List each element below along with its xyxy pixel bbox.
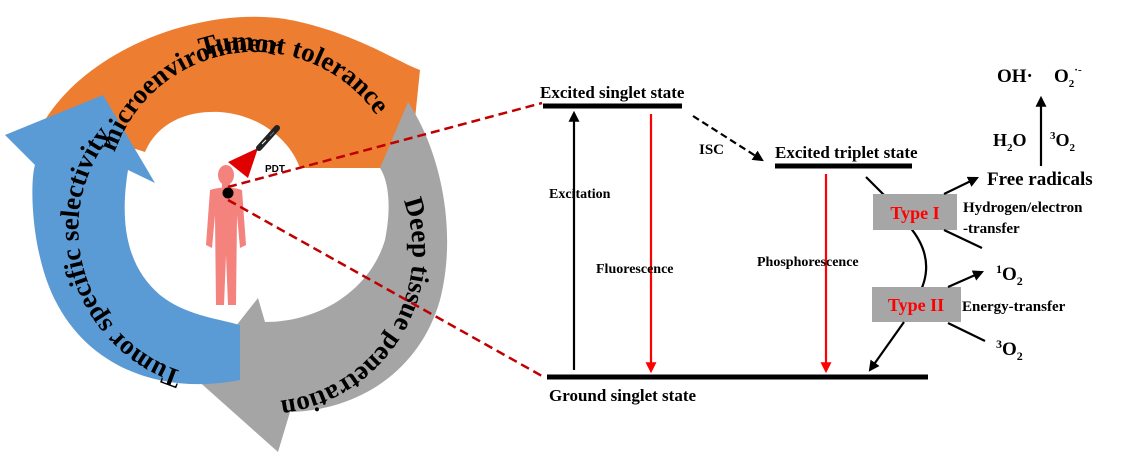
hydroxyl-radical-label: OH· <box>997 66 1033 87</box>
cycle-diagram: Tumor microenvironment tolerance Deep ti… <box>5 16 448 452</box>
triplet-oxygen-label: 3O2 <box>996 337 1023 363</box>
tumor-dot <box>222 187 234 199</box>
orange-cycle-arrow <box>45 16 420 168</box>
type1-to-free-radicals-arrow <box>943 176 979 195</box>
type2-to-triplet-oxygen-line <box>947 322 986 342</box>
type1-mechanism-line1: Hydrogen/electron <box>963 200 1083 216</box>
type1-mechanism-line2: -transfer <box>963 221 1020 237</box>
laser-device-icon <box>256 125 280 151</box>
type2-mechanism-label: Energy-transfer <box>962 299 1066 315</box>
excited-singlet-label: Excited singlet state <box>540 83 685 102</box>
triplet-to-type1-line <box>865 176 885 196</box>
type2-box <box>872 287 961 322</box>
ground-singlet-label: Ground singlet state <box>549 386 696 405</box>
h2o-label: H2O <box>993 130 1027 154</box>
connector-upper <box>227 101 543 189</box>
human-body-icon <box>206 165 246 305</box>
type1-outgoing-line <box>943 229 983 249</box>
connector-lower <box>227 198 543 378</box>
type2-to-ground-arrow <box>868 321 905 372</box>
superoxide-label: O2·- <box>1054 64 1082 90</box>
phosphorescence-label: Phosphorescence <box>757 255 859 270</box>
triplet-oxygen-reagent-label: 3O2 <box>1050 130 1076 154</box>
ring-label-top-1: Tumor <box>195 26 285 62</box>
laser-beam <box>228 148 258 178</box>
excited-triplet-label: Excited triplet state <box>775 143 918 162</box>
excitation-label: Excitation <box>549 187 611 202</box>
isc-label: ISC <box>699 142 724 158</box>
jablonski-diagram: Excited singlet state Excited triplet st… <box>540 64 1093 405</box>
pdt-label: PDT <box>265 164 285 175</box>
type1-label: Type I <box>890 203 939 223</box>
singlet-oxygen-label: 1O2 <box>996 262 1023 288</box>
gray-cycle-arrow <box>195 102 448 452</box>
type1-box <box>873 194 957 230</box>
type2-label: Type II <box>888 295 944 315</box>
isc-arrow <box>692 115 764 162</box>
type1-to-type2-curve <box>908 225 928 297</box>
blue-cycle-arrow <box>5 95 240 385</box>
type2-to-singlet-oxygen-arrow <box>947 270 985 289</box>
free-radicals-label: Free radicals <box>987 169 1093 190</box>
fluorescence-label: Fluorescence <box>596 262 674 277</box>
